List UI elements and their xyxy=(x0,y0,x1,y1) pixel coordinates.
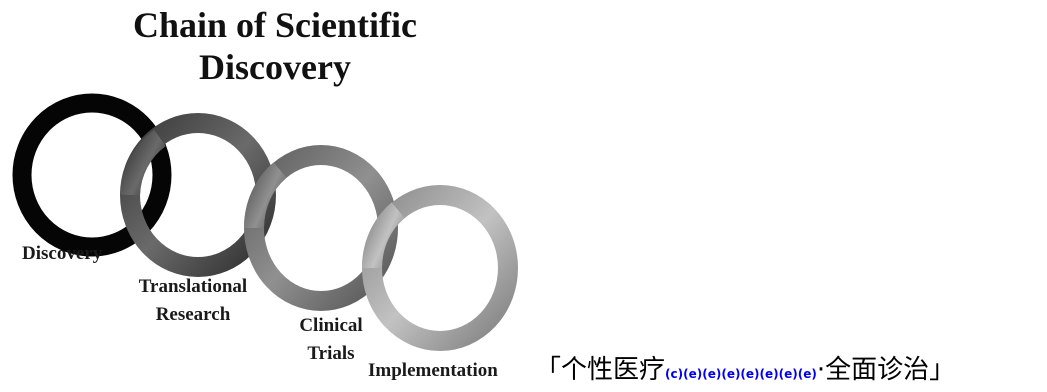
label-translational-line1: Translational xyxy=(138,276,248,297)
watermark-caption: 「个性医疗(c)(e)(e)(e)(e)(e)(e)(e)·全面诊治」 xyxy=(535,352,955,392)
title-line-1: Chain of Scientific xyxy=(133,5,417,45)
caption-prefix: 个性医疗 xyxy=(561,355,666,385)
label-implementation-text: Implementation xyxy=(368,360,498,381)
caption-close-bracket: 」 xyxy=(929,355,956,385)
ring-3-overlap-arc xyxy=(243,162,287,229)
label-clinical-trials: Clinical Trials xyxy=(276,312,386,368)
caption-open-bracket: 「 xyxy=(535,355,562,385)
label-clinical-line1: Clinical xyxy=(299,315,363,336)
ring-2-overlap-arc xyxy=(120,129,167,196)
label-translational-research: Translational Research xyxy=(118,273,268,329)
label-discovery: Discovery xyxy=(22,240,102,268)
title-line-2: Discovery xyxy=(199,47,351,87)
label-implementation: Implementation xyxy=(368,357,498,385)
label-translational-line2: Research xyxy=(155,304,231,325)
label-discovery-text: Discovery xyxy=(22,243,103,264)
caption-mini-text: (c)(e)(e)(e)(e)(e)(e)(e) xyxy=(665,367,817,381)
diagram-title: Chain of Scientific Discovery xyxy=(100,4,450,88)
ring-discovery xyxy=(12,93,172,257)
ring-4-overlap-arc xyxy=(361,202,405,269)
label-clinical-line2: Trials xyxy=(307,343,355,364)
caption-suffix: ·全面诊治 xyxy=(816,355,930,385)
